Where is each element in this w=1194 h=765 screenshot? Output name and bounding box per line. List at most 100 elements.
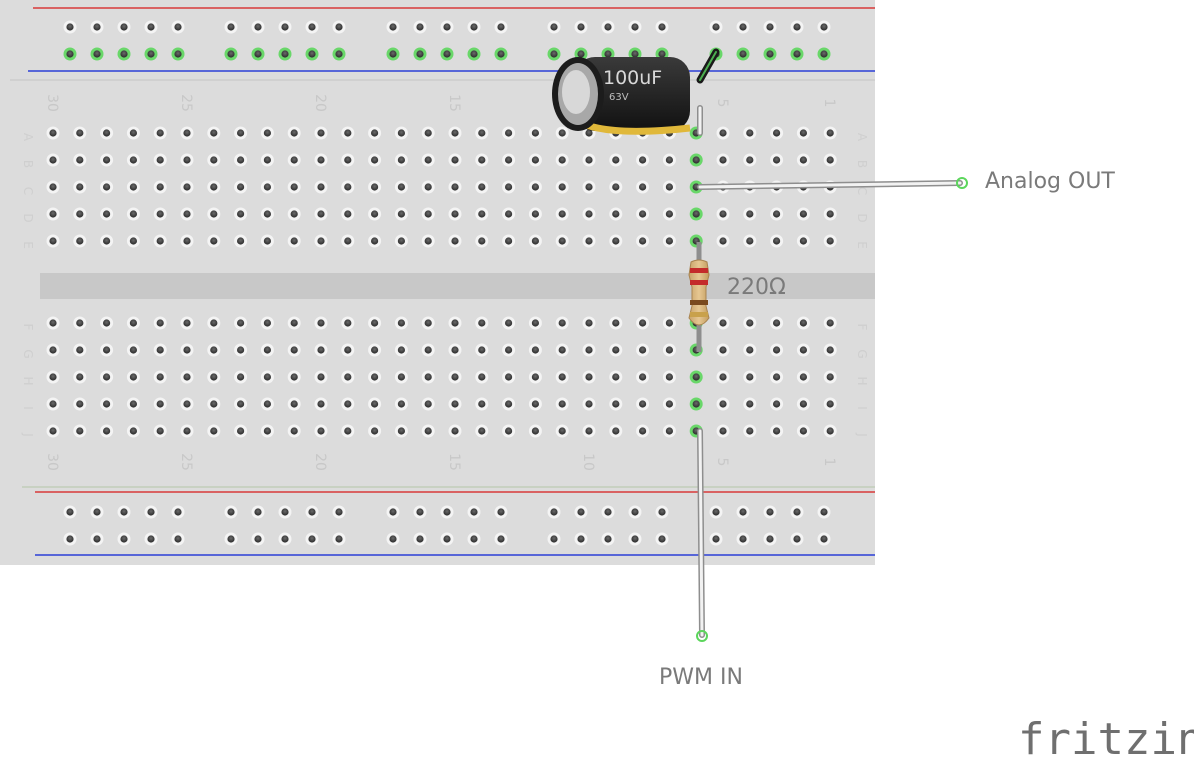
power-rail-hole bbox=[413, 47, 427, 61]
breadboard-hole bbox=[609, 343, 623, 357]
capacitor-value: 100uF bbox=[603, 67, 662, 89]
breadboard-hole bbox=[207, 424, 221, 438]
column-number-label: 20 bbox=[312, 453, 328, 471]
breadboard-hole bbox=[502, 153, 516, 167]
row-letter-label: D bbox=[21, 213, 35, 222]
breadboard-hole bbox=[636, 234, 650, 248]
analog-out-wire bbox=[697, 177, 968, 190]
power-rail-hole bbox=[601, 532, 615, 546]
breadboard-hole bbox=[368, 126, 382, 140]
breadboard-hole bbox=[448, 153, 462, 167]
breadboard-hole bbox=[770, 234, 784, 248]
pwm-in-label: PWM IN bbox=[659, 665, 743, 690]
capacitor[interactable]: 100uF 63V bbox=[552, 48, 720, 136]
breadboard-hole bbox=[153, 153, 167, 167]
row-letter-label: A bbox=[21, 133, 35, 142]
power-rail-hole bbox=[117, 47, 131, 61]
breadboard-hole bbox=[314, 397, 328, 411]
power-rail-hole bbox=[305, 532, 319, 546]
power-rail-hole bbox=[171, 532, 185, 546]
breadboard-hole bbox=[46, 234, 60, 248]
breadboard-hole bbox=[234, 397, 248, 411]
breadboard-hole bbox=[796, 153, 810, 167]
breadboard-hole bbox=[100, 153, 114, 167]
column-number-label: 30 bbox=[44, 94, 60, 112]
breadboard-hole bbox=[234, 180, 248, 194]
resistor-value-label: 220Ω bbox=[727, 275, 786, 300]
column-number-label: 30 bbox=[44, 453, 60, 471]
breadboard-hole bbox=[662, 207, 676, 221]
breadboard-hole bbox=[341, 153, 355, 167]
breadboard-hole bbox=[823, 126, 837, 140]
power-rail-hole bbox=[790, 505, 804, 519]
breadboard-hole bbox=[126, 180, 140, 194]
power-rail-hole bbox=[817, 505, 831, 519]
breadboard-hole bbox=[341, 370, 355, 384]
breadboard-hole bbox=[394, 424, 408, 438]
breadboard-hole bbox=[582, 370, 596, 384]
row-letter-label: C bbox=[21, 187, 35, 195]
breadboard-hole bbox=[823, 207, 837, 221]
power-rail-hole bbox=[63, 20, 77, 34]
power-rail-hole bbox=[224, 47, 238, 61]
breadboard-hole bbox=[662, 234, 676, 248]
breadboard-hole bbox=[180, 234, 194, 248]
breadboard-hole bbox=[689, 207, 703, 221]
breadboard-hole bbox=[46, 316, 60, 330]
power-rail-hole bbox=[655, 505, 669, 519]
breadboard-hole bbox=[823, 343, 837, 357]
breadboard-hole bbox=[582, 343, 596, 357]
power-rail-hole bbox=[278, 47, 292, 61]
column-number-label: 25 bbox=[178, 453, 194, 471]
breadboard-hole bbox=[582, 153, 596, 167]
breadboard-hole bbox=[287, 424, 301, 438]
breadboard-hole bbox=[528, 234, 542, 248]
breadboard-hole bbox=[555, 234, 569, 248]
breadboard-hole bbox=[770, 153, 784, 167]
breadboard-hole bbox=[582, 424, 596, 438]
breadboard-hole bbox=[394, 370, 408, 384]
power-rail-hole bbox=[736, 47, 750, 61]
breadboard-hole bbox=[234, 343, 248, 357]
breadboard-hole bbox=[153, 370, 167, 384]
breadboard-hole bbox=[823, 370, 837, 384]
breadboard-hole bbox=[46, 370, 60, 384]
breadboard-hole bbox=[662, 343, 676, 357]
breadboard-hole bbox=[126, 370, 140, 384]
power-rail-hole bbox=[332, 20, 346, 34]
power-rail-hole bbox=[736, 532, 750, 546]
power-rail-hole bbox=[224, 532, 238, 546]
breadboard-hole bbox=[421, 180, 435, 194]
breadboard-hole bbox=[448, 180, 462, 194]
power-rail-hole bbox=[467, 47, 481, 61]
breadboard-hole bbox=[636, 370, 650, 384]
row-letter-label: H bbox=[855, 376, 869, 385]
power-rail-hole bbox=[790, 47, 804, 61]
breadboard-hole bbox=[100, 397, 114, 411]
pwm-in-wire bbox=[696, 428, 708, 642]
resistor-band bbox=[690, 268, 708, 273]
breadboard-hole bbox=[582, 180, 596, 194]
column-number-label: 25 bbox=[178, 94, 194, 112]
breadboard-hole bbox=[207, 207, 221, 221]
breadboard-hole bbox=[73, 397, 87, 411]
breadboard-hole bbox=[287, 397, 301, 411]
breadboard-hole bbox=[368, 370, 382, 384]
breadboard-hole bbox=[475, 180, 489, 194]
resistor[interactable] bbox=[688, 242, 710, 352]
breadboard-hole bbox=[716, 234, 730, 248]
row-letter-label: I bbox=[855, 406, 869, 410]
breadboard-hole bbox=[555, 207, 569, 221]
column-number-label: 1 bbox=[821, 458, 837, 467]
column-number-label: 15 bbox=[446, 94, 462, 112]
resistor-band bbox=[690, 312, 708, 317]
power-rail-hole bbox=[171, 47, 185, 61]
breadboard-hole bbox=[555, 343, 569, 357]
breadboard-hole bbox=[796, 370, 810, 384]
breadboard-hole bbox=[823, 424, 837, 438]
breadboard-hole bbox=[636, 397, 650, 411]
breadboard-hole bbox=[394, 180, 408, 194]
breadboard-hole bbox=[394, 153, 408, 167]
breadboard-hole bbox=[448, 397, 462, 411]
power-rail-hole bbox=[413, 20, 427, 34]
